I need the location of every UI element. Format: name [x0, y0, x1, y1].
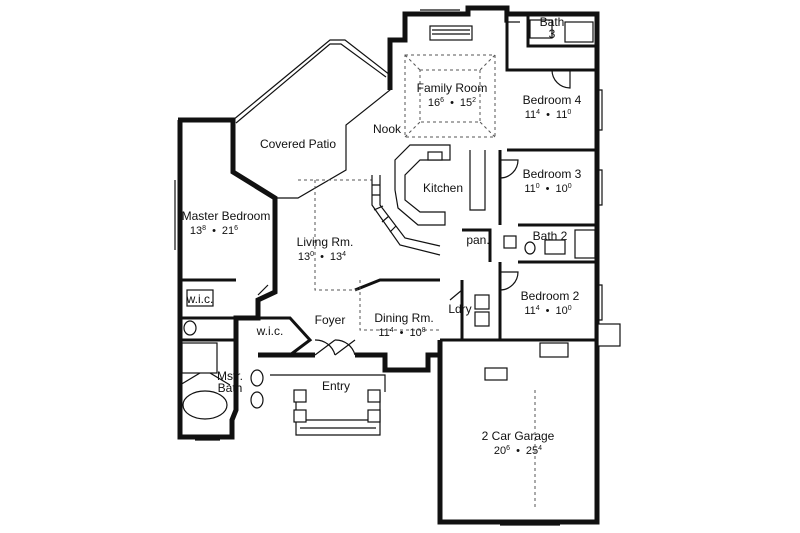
family-room-dims: 166•152 [428, 97, 476, 109]
front-door-2 [334, 339, 356, 356]
pantry-label: pan. [466, 233, 489, 247]
dryer [474, 311, 490, 327]
bath2-label: Bath 2 [533, 229, 568, 243]
garage-wall [437, 332, 600, 525]
porch-column-3 [367, 389, 381, 403]
garage-cabinet [484, 367, 508, 381]
stair-curve [371, 175, 441, 256]
bath3-label: Bath [540, 15, 565, 29]
tray-ceiling-inner [419, 69, 481, 123]
kitchen-counters [371, 144, 486, 256]
garage-dims: 206•254 [494, 445, 542, 457]
bedroom3-label: Bedroom 3 [523, 167, 582, 181]
bath3-wall [526, 14, 597, 48]
stair-curve-inner [379, 175, 441, 247]
family-room-label: Family Room [417, 81, 488, 95]
bath3-sink [529, 19, 553, 39]
washer [474, 294, 490, 310]
bed3-door [499, 159, 519, 179]
bed4-door [551, 69, 571, 89]
fireplace [429, 25, 473, 41]
wic1-label: w.i.c. [186, 292, 214, 306]
bath2-toilet [524, 241, 536, 255]
master-door [257, 284, 269, 296]
master-bedroom-label: Master Bedroom [182, 209, 271, 223]
bed4-window [597, 89, 603, 131]
bath3-shower [564, 21, 594, 43]
master-shower [181, 342, 218, 374]
bed3-window [597, 169, 603, 206]
doors [257, 8, 571, 356]
bedroom3-dims: 110•100 [524, 183, 571, 195]
wic1-shelf [186, 289, 214, 307]
mbath-sink-1 [250, 369, 264, 387]
master-bath-label-2: Bath [218, 381, 243, 395]
bath3-exterior-door [504, 8, 520, 23]
kitchen-counter [394, 144, 451, 226]
interior-walls [180, 14, 597, 357]
living-ceiling-side [314, 180, 360, 291]
master-bedroom-dims: 138•216 [190, 225, 238, 237]
porch-column-4 [367, 409, 381, 423]
entry-porch [270, 374, 386, 436]
covered-patio-label: Covered Patio [260, 137, 336, 151]
patio-inner-line [235, 43, 387, 124]
bed2-window [597, 284, 603, 321]
master-toilet [183, 320, 197, 336]
foyer-label: Foyer [315, 313, 346, 327]
entry-label: Entry [322, 379, 350, 393]
living-room-dims: 130•134 [298, 251, 346, 263]
room-labels: Bath 3 Family Room 166•152 Bedroom 4 114… [182, 15, 582, 457]
dashed-lines [298, 54, 536, 510]
living-room-label: Living Rm. [297, 235, 354, 249]
porch-column-2 [293, 409, 307, 423]
bedroom2-label: Bedroom 2 [521, 289, 580, 303]
pantry-wall [462, 228, 492, 262]
bed2-door [499, 271, 519, 291]
fireplace-hearth [432, 29, 470, 35]
kitchen-sink [427, 151, 443, 161]
patio-outline [232, 39, 391, 199]
bath2-sink [544, 239, 566, 255]
north-wall [387, 5, 600, 332]
master-bath-label-1: Mstr. [217, 369, 243, 383]
tray-ceiling-corners [404, 54, 496, 138]
linen-closet [503, 235, 517, 249]
mbath-sink-2 [250, 391, 264, 409]
porch-column-1 [293, 389, 307, 403]
dining-front-wall [355, 352, 440, 373]
bedroom2-dims: 114•100 [524, 305, 571, 317]
ac-unit [597, 323, 621, 347]
wic2-label: w.i.c. [256, 324, 284, 338]
laundry-label: Ldry [448, 302, 471, 316]
bath3-number: 3 [549, 27, 556, 41]
porch-step-lines [300, 419, 376, 429]
bedroom4-dims: 114•110 [525, 109, 572, 121]
fixtures [179, 19, 621, 420]
refrigerator-bay [469, 150, 486, 211]
front-door [314, 339, 336, 356]
garage-label: 2 Car Garage [482, 429, 555, 443]
water-heater [539, 342, 569, 358]
dining-room-dims: 114•108 [378, 327, 425, 339]
family-room-ceiling [404, 54, 496, 138]
dining-north-wall [354, 278, 440, 292]
bedroom4-label: Bedroom 4 [523, 93, 582, 107]
wic2-wall [248, 316, 313, 357]
dining-ceiling [359, 280, 440, 331]
ldry-door [449, 289, 463, 301]
master-tub [182, 390, 228, 420]
dining-room-label: Dining Rm. [374, 311, 433, 325]
kitchen-label: Kitchen [423, 181, 463, 195]
stair-treads [372, 184, 397, 233]
bed4-north-wall [505, 14, 597, 72]
porch-roof-line [270, 374, 386, 392]
bath2-tub [574, 229, 596, 259]
windows [174, 9, 603, 526]
nook-label: Nook [373, 122, 402, 136]
